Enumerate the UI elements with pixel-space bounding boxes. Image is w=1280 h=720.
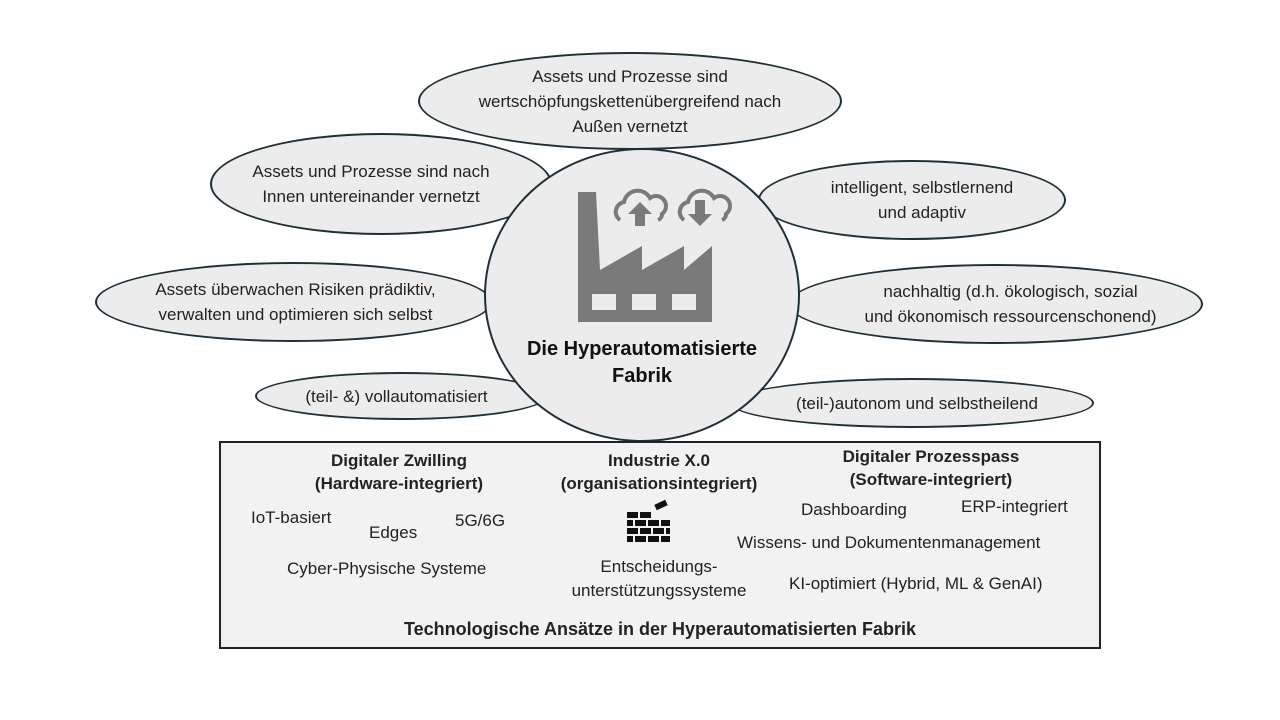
technology-box: Digitaler Zwilling(Hardware-integriert) … [219, 441, 1101, 649]
bubble-automated: (teil- &) vollautomatisiert [255, 372, 548, 420]
item-erp: ERP-integriert [961, 497, 1068, 516]
col1-heading: Digitaler Zwilling(Hardware-integriert) [314, 451, 484, 493]
bubble-sustainable: nachhaltig (d.h. ökologisch, sozial und … [788, 264, 1203, 344]
bubble-internal-network: Assets und Prozesse sind nach Innen unte… [210, 133, 552, 235]
brick-wall-icon [627, 499, 670, 542]
col2-heading: Industrie X.0(organisationsintegriert) [560, 451, 758, 493]
item-iot: IoT-basiert [251, 508, 332, 527]
bubble-predictive: Assets überwachen Risiken prädiktiv, ver… [95, 262, 492, 342]
bubble-intelligent: intelligent, selbstlernend und adaptiv [758, 160, 1066, 240]
item-cps: Cyber-Physische Systeme [287, 559, 487, 578]
item-edges: Edges [369, 523, 418, 542]
factory-cloud-icon [578, 188, 732, 322]
item-dashboarding: Dashboarding [801, 500, 907, 519]
bubble-external-network: Assets und Prozesse sind wertschöpfungsk… [418, 52, 842, 150]
technology-title: Technologische Ansätze in der Hyperautom… [403, 619, 917, 639]
item-5g6g: 5G/6G [455, 511, 506, 530]
col3-heading: Digitaler Prozesspass(Software-integrier… [842, 447, 1020, 489]
item-ai: KI-optimiert (Hybrid, ML & GenAI) [789, 574, 1043, 593]
item-knowledge-mgmt: Wissens- und Dokumentenmanagement [737, 533, 1041, 552]
item-decision-support: Entscheidungs-unterstützungssysteme [571, 557, 747, 600]
